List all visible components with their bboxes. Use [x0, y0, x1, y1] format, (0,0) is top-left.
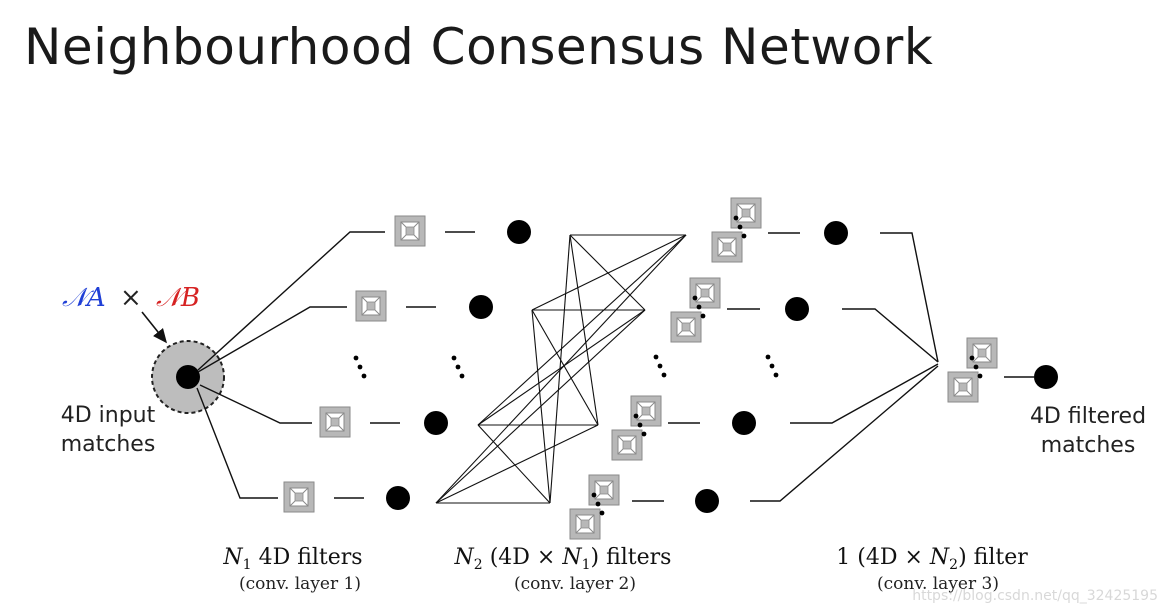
feature-node: [507, 220, 531, 244]
filter-cube-icon: [711, 231, 743, 263]
layer3-filter: [947, 337, 1058, 403]
layer3-note: (conv. layer 3): [877, 574, 999, 594]
filter-cube-icon: [319, 406, 351, 438]
set-b: 𝒩B: [156, 283, 200, 313]
layer2-row4: [569, 474, 719, 540]
set-a: 𝒩A: [62, 283, 106, 313]
dense-connections: [435, 234, 687, 504]
layer2-row3: [611, 395, 756, 461]
filter-cube-icon: [394, 215, 426, 247]
output-label-line2: matches: [1041, 433, 1136, 458]
feature-node: [695, 489, 719, 513]
input-label-line1: 4D input: [61, 403, 156, 428]
layer1-row2: [355, 290, 493, 322]
filter-cube-icon: [611, 429, 643, 461]
output-label-line1: 4D filtered: [1030, 404, 1146, 429]
filter-cube-icon: [947, 371, 979, 403]
filter-cube-icon: [355, 290, 387, 322]
filter-cube-icon: [966, 337, 998, 369]
ellipsis-dots: [653, 354, 667, 378]
layer2-caption: N2 (4D × N1) filters: [454, 545, 672, 573]
feature-node: [469, 295, 493, 319]
layer1-row3: [319, 406, 448, 438]
input-node: [176, 365, 200, 389]
layer1-row1: [394, 215, 531, 247]
ellipsis-dots: [765, 354, 779, 378]
layer1-row4: [283, 481, 410, 513]
ellipsis-dots: [451, 355, 465, 379]
filter-cube-icon: [670, 311, 702, 343]
filter-cube-icon: [689, 277, 721, 309]
input-set-label: 𝒩A × 𝒩B: [62, 283, 200, 313]
times-symbol: ×: [120, 283, 142, 313]
layer2-row2: [670, 277, 809, 343]
fanout-lines: [196, 231, 385, 499]
filter-cube-icon: [730, 197, 762, 229]
filter-cube-icon: [630, 395, 662, 427]
input-label-line2: matches: [61, 432, 156, 457]
filter-cube-icon: [588, 474, 620, 506]
pointer-arrow: [141, 311, 167, 344]
feature-node: [424, 411, 448, 435]
layer3-caption: 1 (4D × N2) filter: [836, 545, 1028, 573]
layer2-row1: [711, 197, 848, 263]
filter-cube-icon: [569, 508, 601, 540]
feature-node: [386, 486, 410, 510]
page-title: Neighbourhood Consensus Network: [24, 18, 934, 76]
ellipsis-dots: [353, 355, 367, 379]
feature-node: [824, 221, 848, 245]
layer2-note: (conv. layer 2): [514, 574, 636, 594]
feature-node: [785, 297, 809, 321]
filter-cube-icon: [283, 481, 315, 513]
output-node: [1034, 365, 1058, 389]
fanin-lines: [750, 232, 939, 502]
layer1-caption: N1 4D filters: [222, 545, 362, 573]
layer1-note: (conv. layer 1): [239, 574, 361, 594]
feature-node: [732, 411, 756, 435]
watermark: https://blog.csdn.net/qq_32425195: [912, 588, 1158, 604]
